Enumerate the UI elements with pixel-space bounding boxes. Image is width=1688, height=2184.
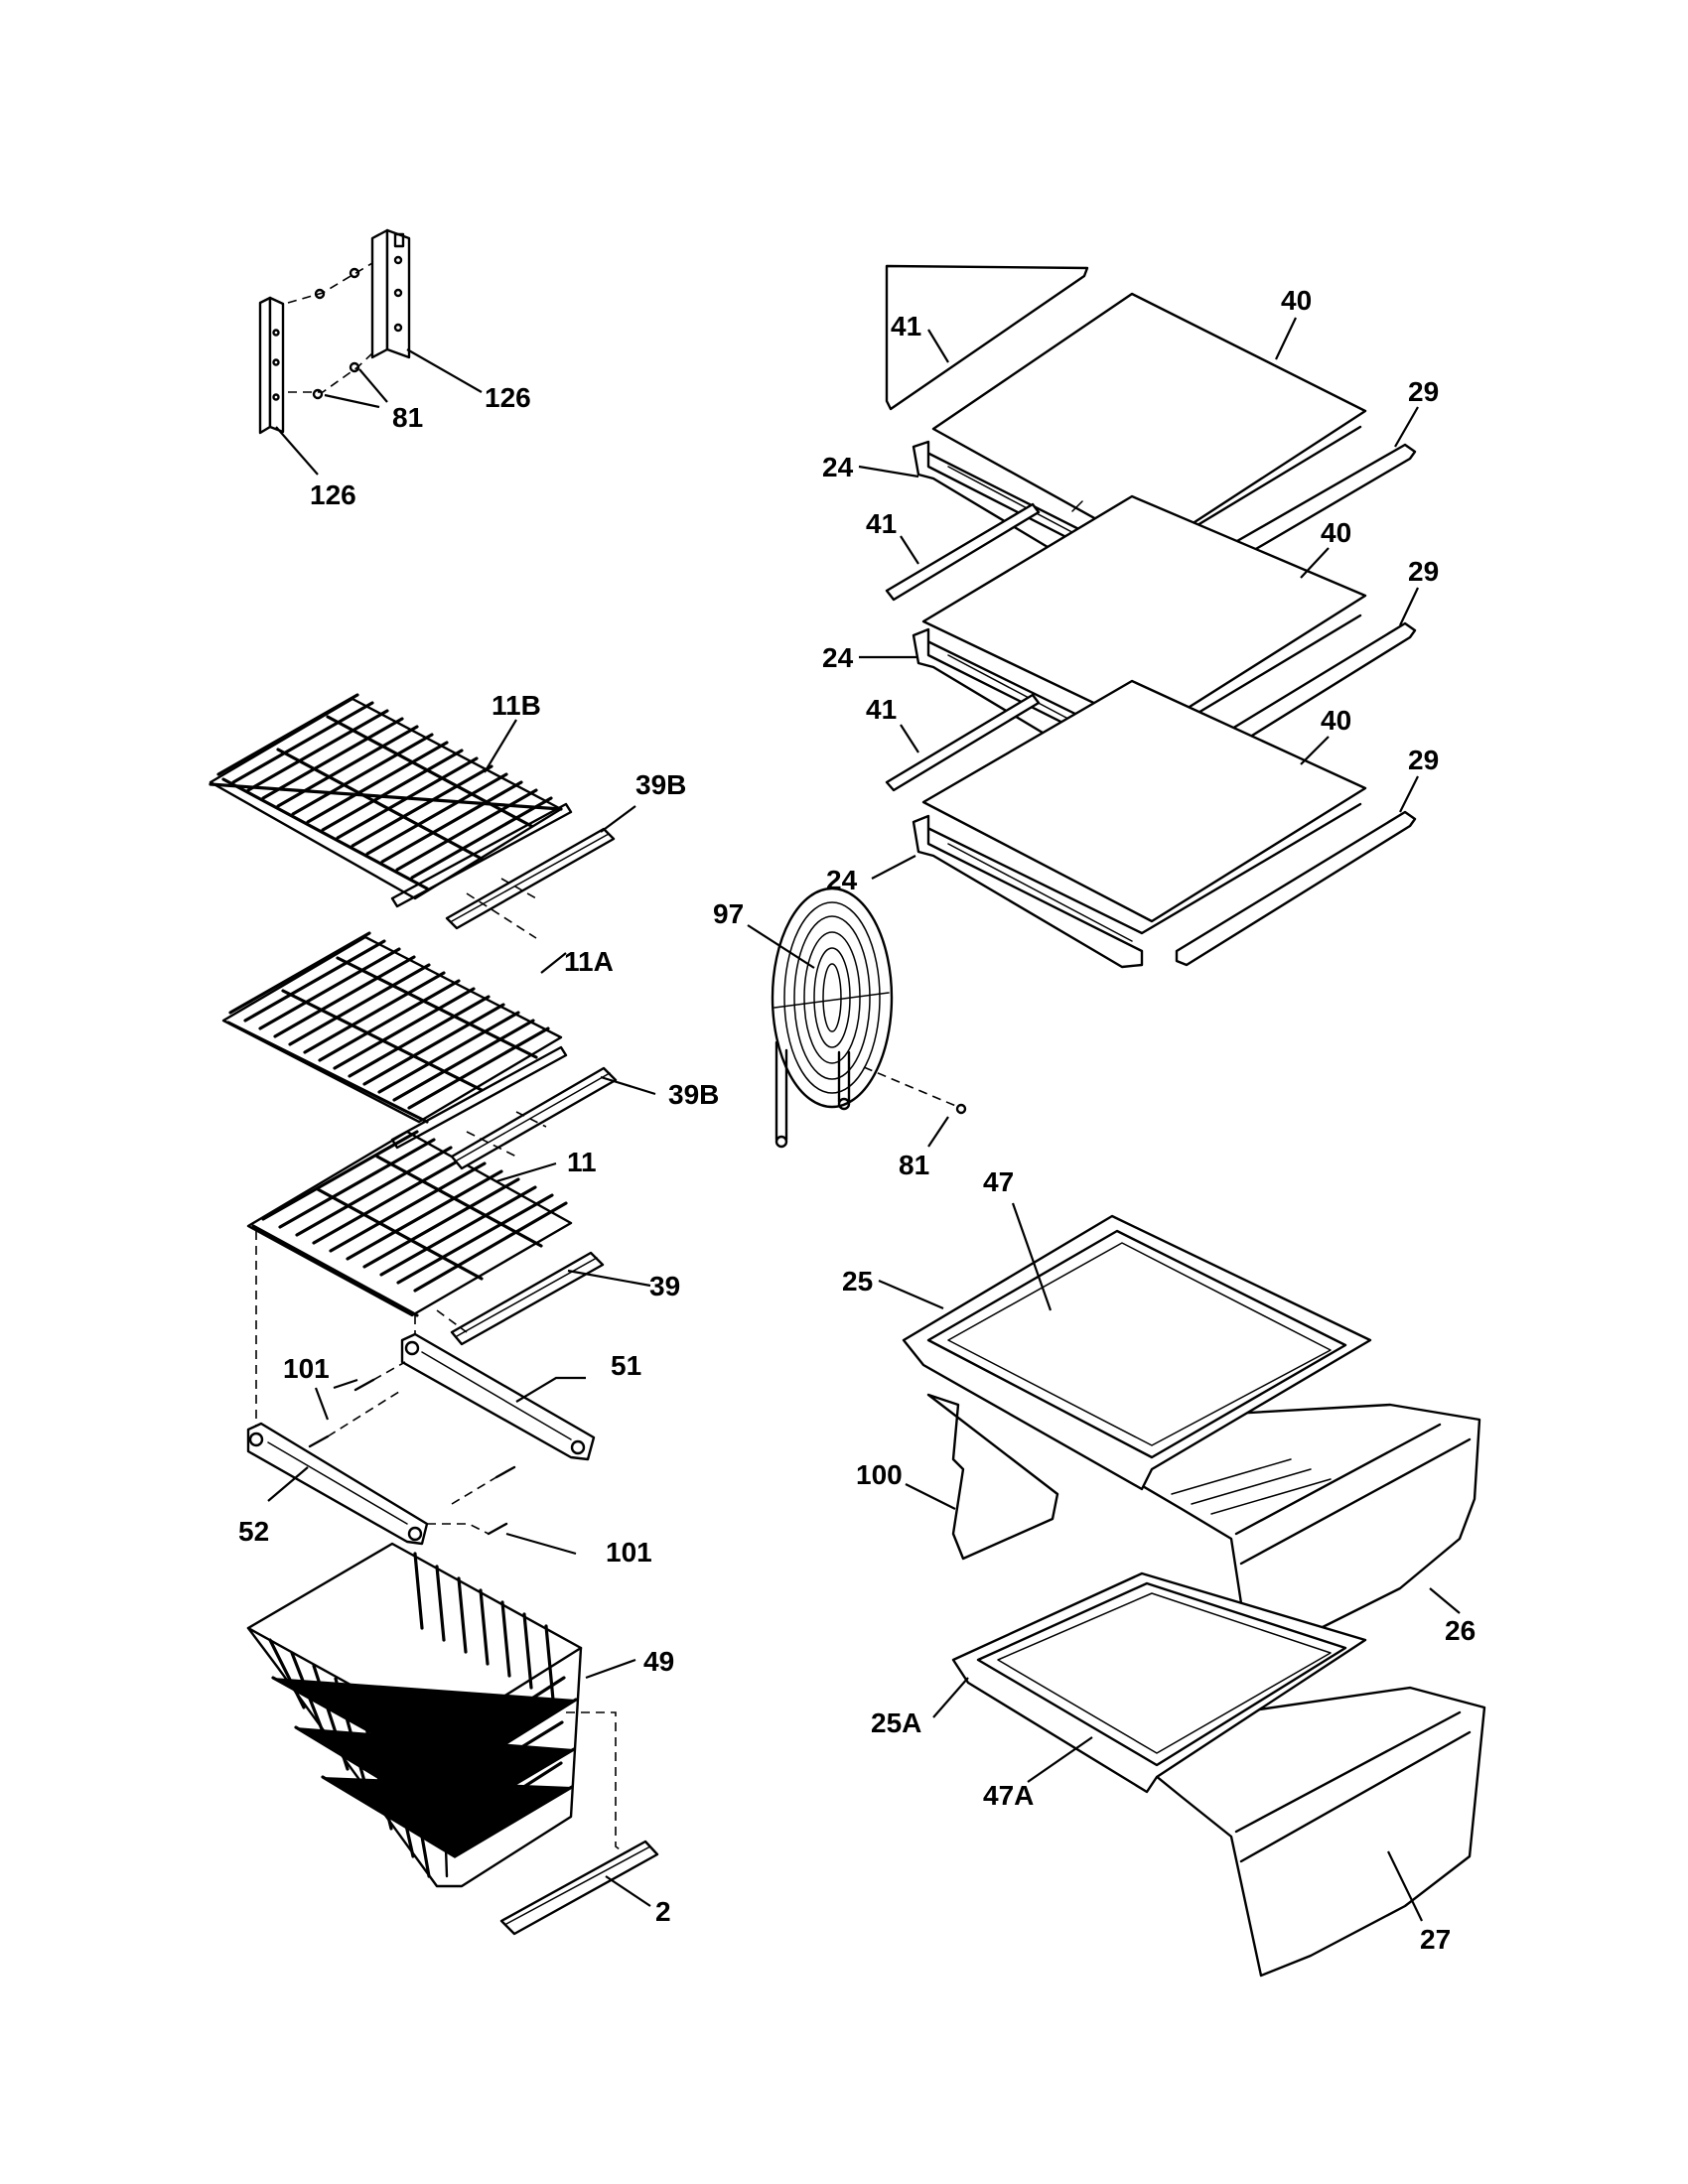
callout-27: 27 xyxy=(1420,1924,1451,1955)
coil-97 xyxy=(771,887,894,1149)
crisper-cover-25A xyxy=(951,1571,1367,1794)
callout-25: 25 xyxy=(842,1266,873,1297)
callout-29: 29 xyxy=(1408,745,1439,775)
callout-25A: 25A xyxy=(871,1707,921,1738)
callout-52: 52 xyxy=(238,1516,269,1547)
handle-2 xyxy=(499,1840,659,1936)
callout-41: 41 xyxy=(891,311,921,341)
callout-101: 101 xyxy=(606,1537,652,1568)
wire-shelf-11 xyxy=(246,1130,573,1317)
callout-26: 26 xyxy=(1445,1615,1476,1646)
callout-97: 97 xyxy=(713,898,744,929)
callout-11A: 11A xyxy=(564,946,614,977)
callout-11B: 11B xyxy=(492,690,541,721)
callout-2: 2 xyxy=(655,1896,671,1927)
callout-126: 126 xyxy=(485,382,531,413)
callout-81: 81 xyxy=(899,1150,929,1180)
callout-29: 29 xyxy=(1408,556,1439,587)
screw-81-coil xyxy=(955,1103,967,1115)
callout-24: 24 xyxy=(822,642,854,673)
slide-rail-51 xyxy=(400,1332,596,1461)
callout-39B: 39B xyxy=(668,1079,719,1110)
shelf-trim-39B-upper xyxy=(445,827,616,930)
callout-41: 41 xyxy=(866,508,897,539)
shelf-trim-39B-lower xyxy=(450,1066,618,1170)
screws-101 xyxy=(308,1361,516,1536)
callout-49: 49 xyxy=(643,1646,674,1677)
callout-126: 126 xyxy=(310,479,356,510)
crisper-divider-100 xyxy=(926,1393,1059,1561)
crisper-drawer-27 xyxy=(1100,1686,1486,1978)
wire-shelf-11B xyxy=(209,693,573,908)
callout-81: 81 xyxy=(392,402,423,433)
screws-81 xyxy=(287,262,374,400)
callout-40: 40 xyxy=(1281,285,1312,316)
bracket-126-left xyxy=(258,296,285,435)
callout-47A: 47A xyxy=(983,1780,1034,1811)
callout-47: 47 xyxy=(983,1166,1014,1197)
callout-40: 40 xyxy=(1321,517,1351,548)
callout-41: 41 xyxy=(866,694,897,725)
wire-shelf-11A xyxy=(221,931,568,1150)
callout-24: 24 xyxy=(822,452,854,482)
glass-shelf-3 xyxy=(885,679,1417,969)
callout-11: 11 xyxy=(567,1147,597,1177)
callout-29: 29 xyxy=(1408,376,1439,407)
wire-basket-49 xyxy=(246,1542,583,1888)
bracket-126-right xyxy=(370,228,411,359)
callout-100: 100 xyxy=(856,1459,903,1490)
callout-39B: 39B xyxy=(635,769,686,800)
callout-39: 39 xyxy=(649,1271,680,1301)
callout-51: 51 xyxy=(611,1350,641,1381)
shelf-trim-39 xyxy=(450,1251,605,1346)
callout-101: 101 xyxy=(283,1353,330,1384)
crisper-cover-25 xyxy=(902,1214,1372,1491)
callout-40: 40 xyxy=(1321,705,1351,736)
slide-rail-52 xyxy=(246,1422,429,1546)
